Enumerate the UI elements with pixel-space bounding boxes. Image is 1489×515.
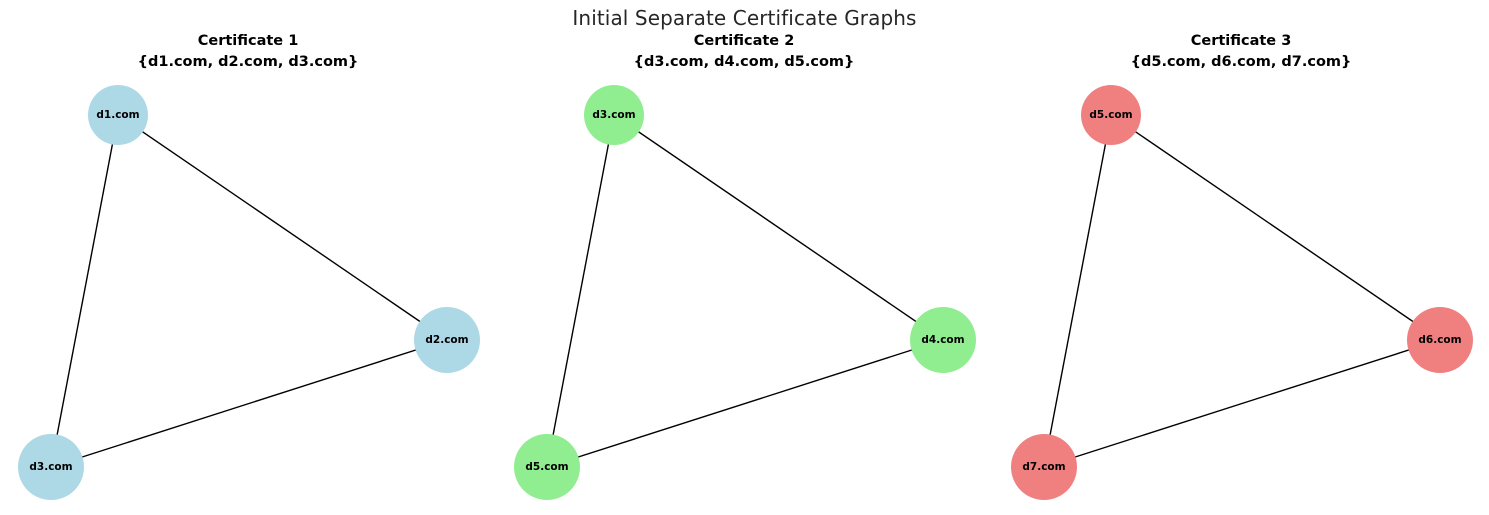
graph-1: d1.com d2.com d3.com [18, 85, 480, 500]
node-label: d3.com [592, 109, 635, 121]
graph-edge [1043, 114, 1112, 468]
node-label: d3.com [29, 461, 72, 473]
panel-title-3: Certificate 3 {d5.com, d6.com, d7.com} [993, 31, 1489, 73]
graph-node[interactable]: d3.com [18, 434, 84, 500]
node-circle[interactable] [1407, 307, 1473, 373]
graph-node[interactable]: d3.com [584, 85, 644, 145]
panel-title-3-name: Certificate 3 [1190, 33, 1292, 49]
graph-node[interactable]: d2.com [414, 307, 480, 373]
panel-title-1-name: Certificate 1 [197, 33, 299, 49]
node-label: d5.com [1089, 109, 1132, 121]
panel-title-2-name: Certificate 2 [693, 33, 795, 49]
graph-edge [546, 114, 615, 468]
graph-edge [1110, 114, 1441, 341]
node-label: d4.com [921, 334, 964, 346]
node-label: d7.com [1022, 461, 1065, 473]
certificate-panel-3: Certificate 3 {d5.com, d6.com, d7.com} d… [993, 0, 1489, 515]
certificate-panel-2: Certificate 2 {d3.com, d4.com, d5.com} d… [496, 0, 992, 515]
graph-3: d5.com d6.com d7.com [1011, 85, 1473, 500]
graph-node[interactable]: d1.com [88, 85, 148, 145]
figure-suptitle: Initial Separate Certificate Graphs [572, 6, 917, 30]
node-circle[interactable] [514, 434, 580, 500]
graph-node[interactable]: d5.com [514, 434, 580, 500]
graph-edge [50, 114, 119, 468]
node-circle[interactable] [584, 85, 644, 145]
node-label: d1.com [96, 109, 139, 121]
panel-title-1-domains: {d1.com, d2.com, d3.com} [137, 54, 359, 71]
graph-edge [50, 339, 448, 468]
graph-edge [546, 339, 944, 468]
graph-node[interactable]: d6.com [1407, 307, 1473, 373]
node-circle[interactable] [88, 85, 148, 145]
node-circle[interactable] [910, 307, 976, 373]
graph-edge [117, 114, 448, 341]
node-circle[interactable] [414, 307, 480, 373]
node-label: d6.com [1418, 334, 1461, 346]
node-circle[interactable] [1011, 434, 1077, 500]
graph-node[interactable]: d4.com [910, 307, 976, 373]
panel-title-3-domains: {d5.com, d6.com, d7.com} [1130, 54, 1352, 71]
node-label: d2.com [425, 334, 468, 346]
node-label: d5.com [525, 461, 568, 473]
panel-title-1: Certificate 1 {d1.com, d2.com, d3.com} [0, 31, 496, 73]
node-circle[interactable] [1081, 85, 1141, 145]
panel-title-2-domains: {d3.com, d4.com, d5.com} [633, 54, 855, 71]
graph-edge [1043, 339, 1441, 468]
graph-edge [613, 114, 944, 341]
panel-title-2: Certificate 2 {d3.com, d4.com, d5.com} [496, 31, 992, 73]
certificate-panel-1: Certificate 1 {d1.com, d2.com, d3.com} d… [0, 0, 496, 515]
node-circle[interactable] [18, 434, 84, 500]
graph-node[interactable]: d5.com [1081, 85, 1141, 145]
graph-2: d3.com d4.com d5.com [514, 85, 976, 500]
graph-node[interactable]: d7.com [1011, 434, 1077, 500]
